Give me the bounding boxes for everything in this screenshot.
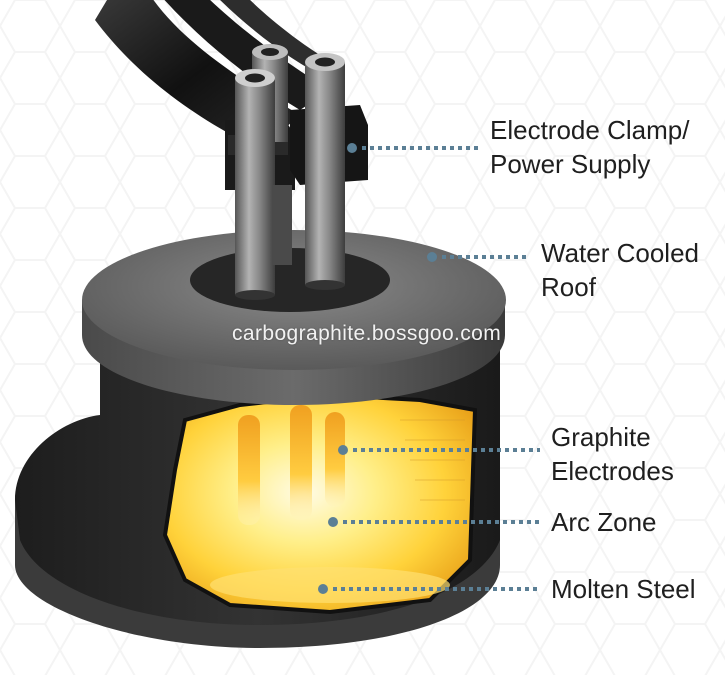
watermark-text: carbographite.bossgoo.com — [232, 322, 502, 345]
label-electrode-clamp-line1: Electrode Clamp/ — [490, 115, 690, 145]
furnace-interior — [162, 392, 478, 615]
leader-dot-roof — [427, 252, 437, 262]
leader-dot-clamp — [347, 143, 357, 153]
label-arc-zone: Arc Zone — [551, 507, 657, 537]
label-electrode-clamp-line2: Power Supply — [490, 149, 651, 179]
label-water-cooled-roof: Water Cooled Roof — [541, 236, 699, 304]
leader-dot-arc — [328, 517, 338, 527]
leader-lines — [318, 143, 540, 594]
label-electrode-clamp: Electrode Clamp/ Power Supply — [490, 113, 689, 181]
label-graphite-electrodes: Graphite Electrodes — [551, 420, 674, 488]
label-graphite-electrodes-line2: Electrodes — [551, 456, 674, 486]
electrode-rods-lower — [235, 180, 345, 300]
label-graphite-electrodes-line1: Graphite — [551, 422, 651, 452]
leader-dot-molten — [318, 584, 328, 594]
label-water-cooled-roof-line1: Water Cooled — [541, 238, 699, 268]
label-water-cooled-roof-line2: Roof — [541, 272, 596, 302]
label-molten-steel: Molten Steel — [551, 574, 696, 604]
leader-dot-electrodes — [338, 445, 348, 455]
